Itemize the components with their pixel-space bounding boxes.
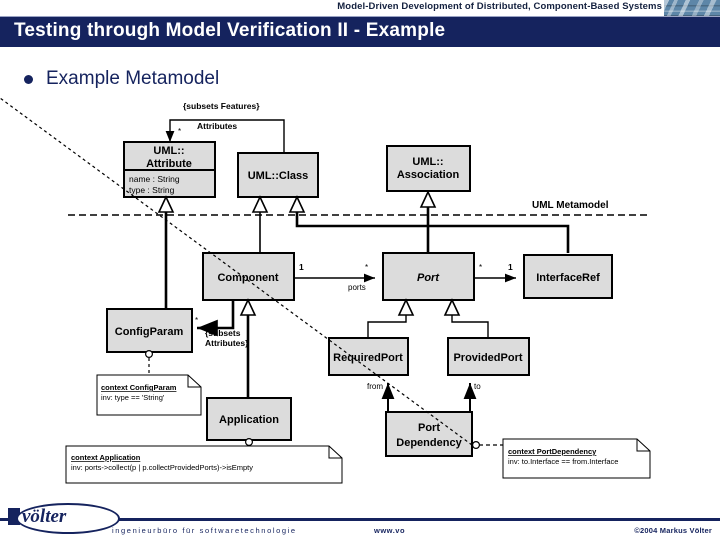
- note-line2: inv: to.Interface == from.Interface: [508, 457, 618, 466]
- logo-ellipse-shape: [16, 503, 120, 534]
- class-attribute-0: name : String: [129, 174, 180, 184]
- edge-label-attributes-mult: *: [178, 127, 181, 136]
- note-line2: inv: ports->collect(p | p.collectProvide…: [71, 463, 253, 472]
- generalization-application-to-component: [239, 298, 257, 398]
- generalization-port-to-umlassociation: [419, 190, 437, 253]
- page-title: Testing through Model Verification II - …: [14, 20, 446, 41]
- class-name-line1: UML::: [412, 156, 443, 168]
- bullet-item-label: Example Metamodel: [46, 68, 220, 89]
- class-name: ConfigParam: [115, 326, 184, 338]
- header-subtitle: Model-Driven Development of Distributed,…: [337, 1, 662, 12]
- note-line2: inv: type == 'String': [101, 393, 165, 402]
- footer-url[interactable]: www.vo: [374, 526, 406, 535]
- edge-component-configparam-subsets: [197, 300, 235, 337]
- class-box-providedport[interactable]: ProvidedPort: [447, 337, 530, 376]
- note-line1: context PortDependency: [508, 447, 597, 456]
- edge-label-port-mult-left: *: [365, 263, 368, 272]
- class-box-uml-class[interactable]: UML::Class: [237, 152, 319, 198]
- edge-label-configparam-mult: *: [195, 316, 198, 325]
- class-name: Port: [417, 272, 440, 284]
- note-portdependency[interactable]: context PortDependency inv: to.Interface…: [0, 98, 651, 479]
- edge-label-from-role: from: [367, 382, 383, 391]
- class-name-line1: UML::: [153, 145, 184, 157]
- class-name: UML::Class: [248, 170, 309, 182]
- class-box-portdependency[interactable]: Port Dependency: [385, 411, 473, 457]
- class-name: ProvidedPort: [453, 352, 522, 364]
- class-name-line2: Dependency: [396, 437, 462, 449]
- class-name-line1: Port: [418, 422, 440, 434]
- class-name-line2: Association: [397, 169, 460, 181]
- footer: [0, 498, 720, 540]
- class-box-interfaceref[interactable]: InterfaceRef: [523, 254, 613, 299]
- edge-label-component-mult: 1: [299, 262, 304, 272]
- class-box-requiredport[interactable]: RequiredPort: [328, 337, 409, 376]
- edge-label-subsets-attributes-line2: Attributes}: [205, 338, 249, 348]
- edge-label-to-role: to: [474, 382, 481, 391]
- class-name-line2: Attribute: [146, 158, 192, 170]
- edge-label-attributes-role: Attributes: [197, 121, 237, 131]
- class-box-application[interactable]: Application: [206, 397, 292, 441]
- note-configparam[interactable]: context ConfigParam inv: type == 'String…: [96, 350, 202, 416]
- generalization-interfaceref-to-umlclass: [288, 195, 570, 253]
- edge-label-subsets-attributes-line1: {subsets: [205, 328, 241, 338]
- generalization-providedport-to-port: [443, 298, 489, 338]
- edge-label-subsets-features: {subsets Features}: [183, 101, 260, 111]
- class-box-port[interactable]: Port: [382, 252, 475, 301]
- header-band: Model-Driven Development of Distributed,…: [0, 0, 720, 17]
- slide-title-bar: Testing through Model Verification II - …: [0, 16, 720, 47]
- uml-metamodel-diagram: UML Metamodel * Attributes {subsets Feat…: [0, 98, 720, 498]
- class-box-uml-attribute[interactable]: UML:: Attribute name : String type : Str…: [123, 141, 216, 198]
- logo-text: völter: [22, 506, 67, 527]
- bullet-dot-icon: [24, 74, 33, 84]
- edge-label-ports-role: ports: [348, 283, 366, 292]
- footer-tagline: ingenieurbüro für softwaretechnologie: [112, 526, 297, 535]
- cityscape-thumbnail-icon: [664, 0, 720, 17]
- class-box-configparam[interactable]: ConfigParam: [106, 308, 193, 353]
- class-name: Application: [219, 414, 279, 426]
- edge-label-port-mult-right: *: [479, 263, 482, 272]
- package-label: UML Metamodel: [532, 200, 609, 211]
- class-attribute-1: type : String: [129, 185, 175, 195]
- class-box-component[interactable]: Component: [202, 252, 295, 301]
- note-line1: context ConfigParam: [101, 383, 177, 392]
- footer-divider: [0, 518, 720, 521]
- footer-copyright: ©2004 Markus Völter: [634, 526, 712, 535]
- note-application[interactable]: context Application inv: ports->collect(…: [65, 438, 343, 484]
- bullet-item: Example Metamodel: [24, 68, 219, 90]
- voelter-logo: völter: [8, 502, 120, 534]
- note-line1: context Application: [71, 453, 141, 462]
- generalization-configparam-to-umlattribute: [157, 195, 175, 320]
- class-name: InterfaceRef: [536, 272, 600, 284]
- edge-label-interfaceref-mult: 1: [508, 262, 513, 272]
- class-box-uml-association[interactable]: UML:: Association: [386, 145, 471, 192]
- class-name: Component: [217, 272, 278, 284]
- generalization-component-to-umlclass: [251, 195, 269, 253]
- generalization-requiredport-to-port: [367, 298, 415, 338]
- edge-class-attributes: [165, 119, 285, 160]
- class-name: RequiredPort: [333, 352, 403, 364]
